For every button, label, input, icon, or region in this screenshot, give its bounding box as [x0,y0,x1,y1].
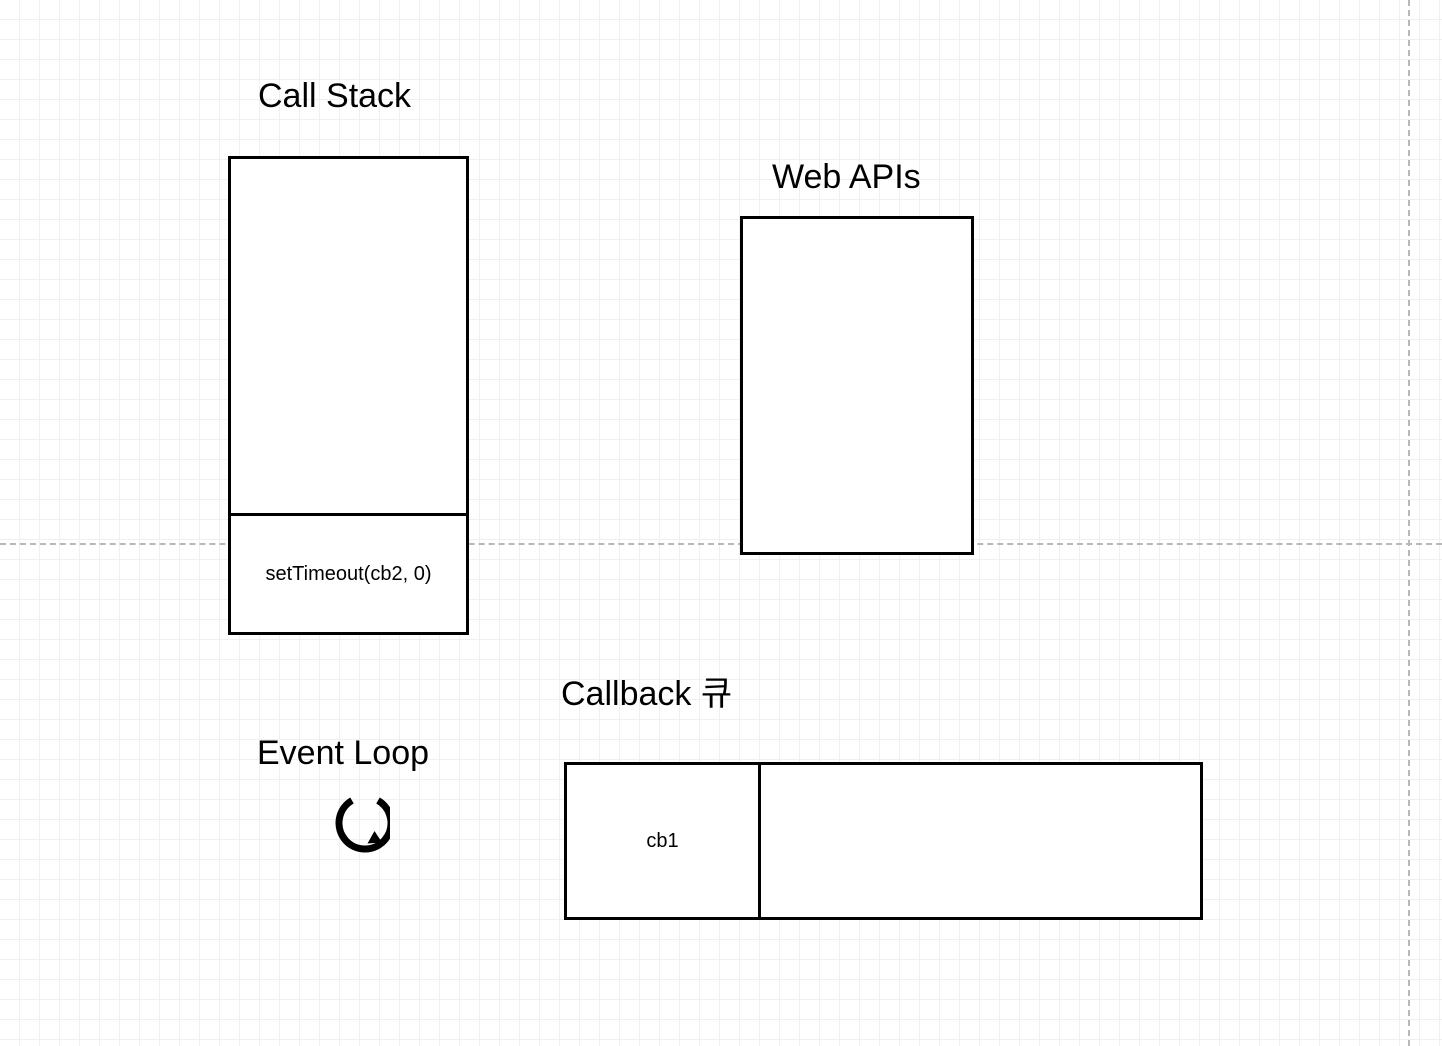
web-apis-box[interactable] [740,216,974,555]
call-stack-box[interactable]: setTimeout(cb2, 0) [228,156,469,635]
callback-queue-box[interactable]: cb1 [564,762,1203,920]
callback-queue-cell-cb1[interactable]: cb1 [567,765,761,917]
call-stack-title: Call Stack [258,77,412,115]
event-loop-title: Event Loop [257,734,430,772]
call-stack-frame-settimeout[interactable]: setTimeout(cb2, 0) [231,513,466,632]
callback-queue-title: Callback 큐 [561,675,733,713]
circular-arrow-icon [330,795,395,857]
horizontal-guide-line [0,543,1442,545]
callback-queue-cell-empty[interactable] [761,765,1200,917]
vertical-guide-line [1408,0,1410,1046]
web-apis-title: Web APIs [772,158,921,196]
call-stack-frame-empty[interactable] [231,159,466,513]
